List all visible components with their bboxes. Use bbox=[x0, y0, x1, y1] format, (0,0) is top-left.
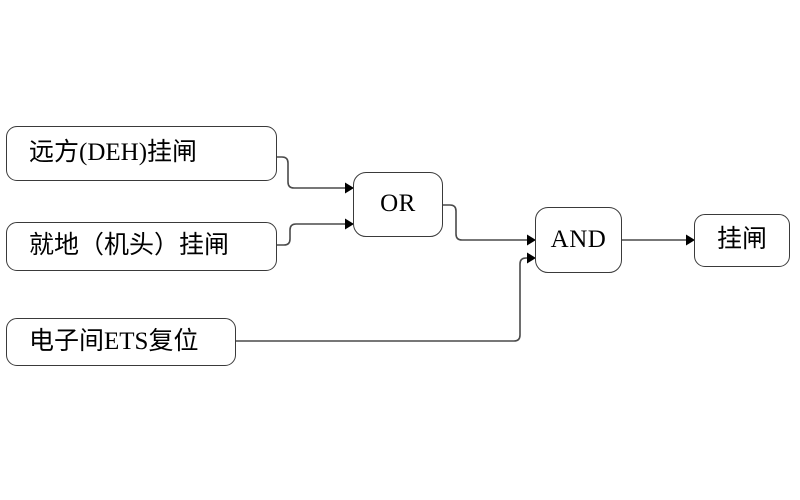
wire-ets-to-and bbox=[236, 257, 527, 342]
input-node-remote-deh[interactable]: 远方(DEH)挂闸 bbox=[6, 126, 277, 181]
input-node-local-machine-head[interactable]: 就地（机头）挂闸 bbox=[6, 222, 277, 271]
output-node-result[interactable]: 挂闸 bbox=[694, 214, 790, 267]
logic-gate-and[interactable]: AND bbox=[535, 207, 622, 273]
logic-gate-or-label: OR bbox=[380, 190, 416, 218]
input-node-local-machine-head-label: 就地（机头）挂闸 bbox=[29, 232, 230, 260]
logic-gate-and-label: AND bbox=[550, 225, 607, 253]
input-node-ets-reset-label: 电子间ETS复位 bbox=[29, 327, 199, 355]
wire-or-to-and bbox=[443, 204, 527, 241]
input-node-ets-reset[interactable]: 电子间ETS复位 bbox=[6, 318, 236, 366]
logic-gate-or[interactable]: OR bbox=[353, 172, 443, 237]
wire-remote-to-or bbox=[277, 156, 345, 189]
input-node-remote-deh-label: 远方(DEH)挂闸 bbox=[29, 139, 198, 167]
output-node-result-label: 挂闸 bbox=[716, 226, 767, 254]
wire-local-to-or bbox=[277, 223, 345, 246]
